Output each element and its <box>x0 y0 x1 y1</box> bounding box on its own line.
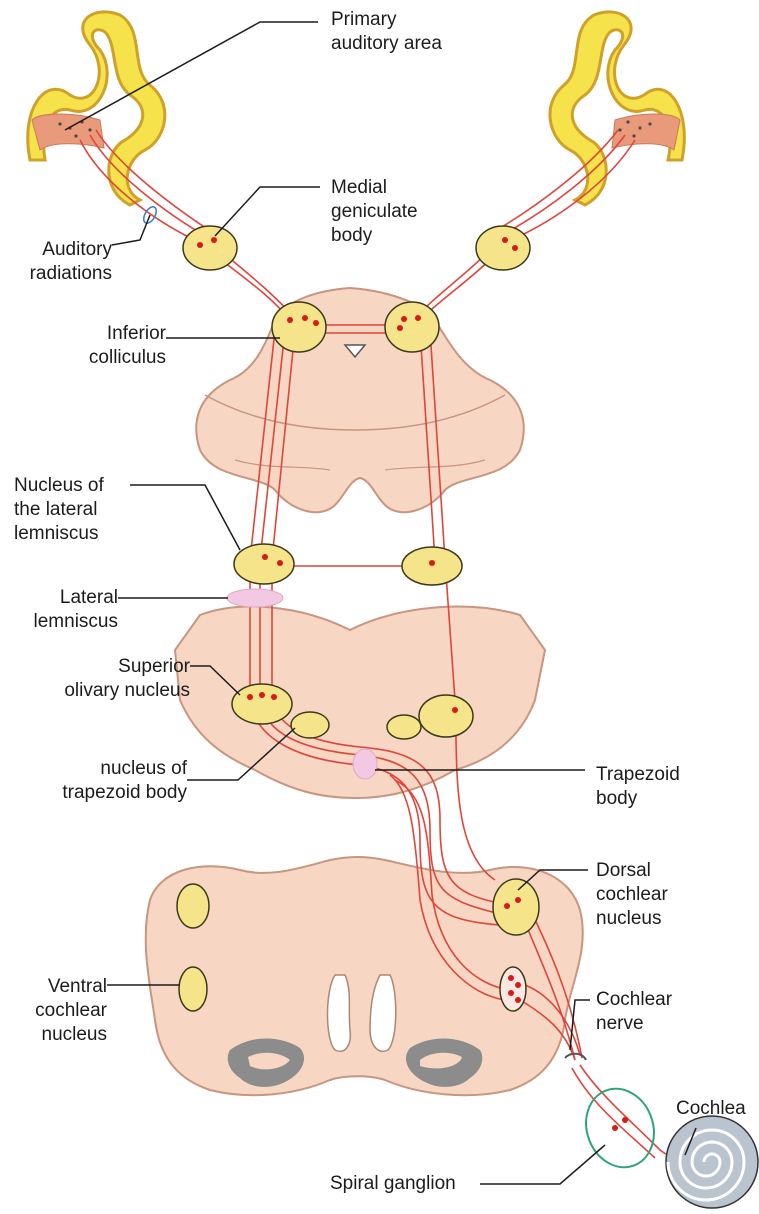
dorsal-cochlear-nucleus <box>493 879 539 935</box>
left-cortex <box>28 12 165 205</box>
label-spiral-ganglion: Spiral ganglion <box>330 1172 456 1196</box>
left-nucleus-lateral-lemniscus <box>234 544 294 584</box>
label-cochlea: Cochlea <box>676 1097 746 1121</box>
cochlea <box>666 1116 758 1208</box>
trapezoid-body-marker <box>353 749 377 779</box>
right-superior-olivary-nucleus <box>419 695 473 737</box>
left-inferior-colliculus <box>272 302 326 352</box>
left-primary-auditory-area <box>32 114 104 150</box>
left-nucleus-trapezoid-body <box>291 712 329 738</box>
label-medial-geniculate-body: Medial geniculate body <box>331 176 418 248</box>
label-auditory-radiations: Auditory radiations <box>20 238 112 286</box>
lateral-lemniscus-marker <box>227 589 283 607</box>
right-nucleus-trapezoid-body <box>387 715 421 739</box>
label-ventral-cochlear-nucleus: Ventral cochlear nucleus <box>14 975 107 1047</box>
label-inferior-colliculus: Inferior colliculus <box>30 322 166 370</box>
label-cochlear-nerve: Cochlear nerve <box>596 988 672 1036</box>
label-trapezoid-body: Trapezoid body <box>596 763 680 811</box>
left-superior-olivary-nucleus <box>232 684 292 724</box>
right-cortex <box>550 12 684 205</box>
right-ventral-cochlear-nucleus <box>500 967 526 1011</box>
label-nucleus-trapezoid-body: nucleus of trapezoid body <box>30 757 187 805</box>
right-primary-auditory-area <box>612 114 680 150</box>
left-medial-geniculate-body <box>183 226 237 270</box>
label-primary-auditory-area: Primary auditory area <box>331 8 442 56</box>
label-lateral-lemniscus: Lateral lemniscus <box>14 586 118 634</box>
left-dorsal-cochlear-nucleus <box>177 884 209 928</box>
midbrain-section <box>196 288 524 512</box>
ventral-cochlear-nucleus <box>179 967 207 1011</box>
label-dorsal-cochlear-nucleus: Dorsal cochlear nucleus <box>596 859 668 931</box>
right-inferior-colliculus <box>385 302 439 352</box>
label-nucleus-lateral-lemniscus: Nucleus of the lateral lemniscus <box>14 474 104 546</box>
right-medial-geniculate-body <box>476 226 530 270</box>
label-superior-olivary-nucleus: Superior olivary nucleus <box>20 655 190 703</box>
